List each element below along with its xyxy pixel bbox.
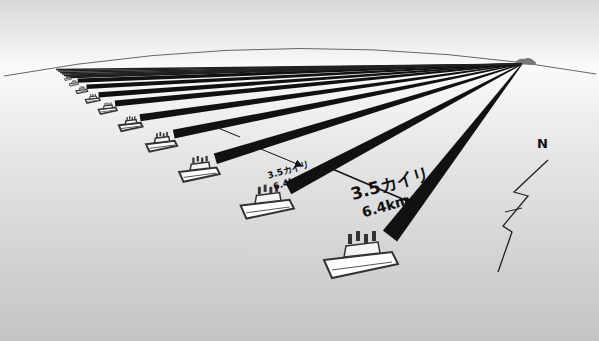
north-mark: N: [537, 136, 548, 151]
ship: [85, 94, 100, 103]
distance-arrow: [218, 128, 240, 137]
ship: [324, 231, 398, 278]
ship: [69, 80, 79, 86]
ship: [146, 132, 177, 152]
ship: [64, 76, 71, 81]
ship: [241, 185, 294, 219]
shadow-strips: [56, 64, 522, 242]
compass-needle: [498, 160, 548, 272]
shadow-strip: [56, 64, 522, 70]
shadow-strip: [383, 64, 523, 242]
ships: [64, 76, 398, 278]
compass-tick: [505, 208, 522, 212]
ship: [99, 102, 118, 114]
ship: [76, 86, 88, 94]
ship: [119, 116, 143, 131]
ship: [179, 156, 220, 182]
